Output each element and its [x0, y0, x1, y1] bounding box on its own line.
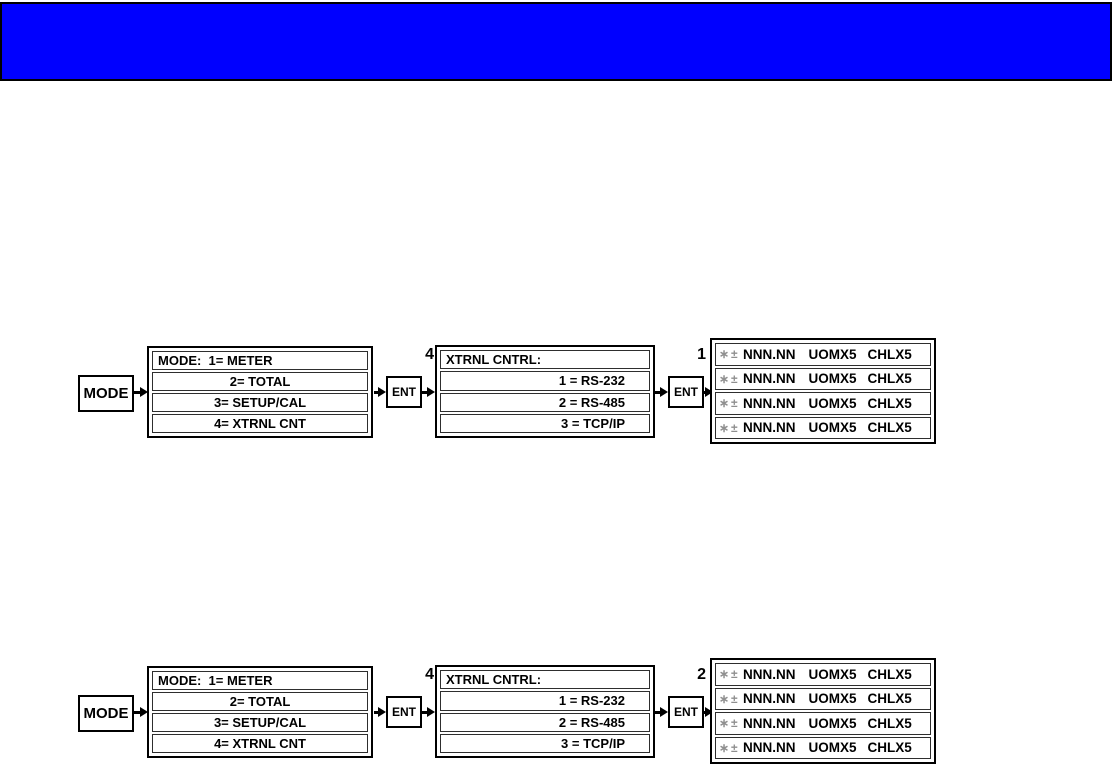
display-channel: CHLX5: [867, 715, 912, 731]
menu-flow-row-1: MODE MODE: 1= METER 2= TOTAL 3= SETUP/CA…: [78, 338, 948, 448]
selection-digit: 4: [425, 666, 434, 683]
xtrnl-cntrl-menu-box: XTRNL CNTRL: 1 = RS-232 2 = RS-485 3 = T…: [435, 345, 655, 438]
display-channel: CHLX5: [867, 691, 912, 707]
channel-digit: 2: [697, 666, 706, 683]
channel-digit: 1: [697, 346, 706, 363]
display-uom: UOMX5: [808, 371, 857, 387]
ent-button: ENT: [386, 696, 422, 728]
ent-button: ENT: [386, 376, 422, 408]
display-channel: CHLX5: [867, 420, 912, 436]
right-arrow-icon: [704, 387, 713, 397]
display-value: NNN.NN: [743, 395, 796, 411]
right-arrow-icon: [655, 387, 668, 397]
asterisk-plusminus-icon: ∗±: [719, 420, 740, 435]
display-value: NNN.NN: [743, 420, 796, 436]
asterisk-plusminus-icon: ∗±: [719, 371, 740, 386]
right-arrow-icon: [134, 387, 148, 397]
display-uom: UOMX5: [808, 395, 857, 411]
right-arrow-icon: [374, 387, 386, 397]
menu-row: 3 = TCP/IP: [440, 413, 650, 433]
display-uom: UOMX5: [808, 691, 857, 707]
display-row: ∗± NNN.NN UOMX5 CHLX5: [715, 392, 931, 415]
menu-row: 2= TOTAL: [152, 372, 368, 391]
asterisk-plusminus-icon: ∗±: [719, 716, 740, 731]
menu-row: 3= SETUP/CAL: [152, 713, 368, 732]
menu-row: 3 = TCP/IP: [440, 733, 650, 753]
asterisk-plusminus-icon: ∗±: [719, 740, 740, 755]
ent-button: ENT: [668, 376, 704, 408]
right-arrow-icon: [704, 707, 713, 717]
menu-row: 1 = RS-232: [440, 371, 650, 391]
display-value: NNN.NN: [743, 666, 796, 682]
menu-row: 2 = RS-485: [440, 712, 650, 732]
display-value: NNN.NN: [743, 715, 796, 731]
selection-digit: 4: [425, 346, 434, 363]
mode-button: MODE: [78, 375, 134, 412]
menu-row: XTRNL CNTRL:: [440, 350, 650, 370]
xtrnl-cntrl-menu-box: XTRNL CNTRL: 1 = RS-232 2 = RS-485 3 = T…: [435, 665, 655, 758]
menu-row: 3= SETUP/CAL: [152, 393, 368, 412]
menu-row: MODE: 1= METER: [152, 671, 368, 690]
ent-button: ENT: [668, 696, 704, 728]
menu-row: 4= XTRNL CNT: [152, 734, 368, 753]
display-row: ∗± NNN.NN UOMX5 CHLX5: [715, 736, 931, 759]
display-row: ∗± NNN.NN UOMX5 CHLX5: [715, 343, 931, 366]
display-row: ∗± NNN.NN UOMX5 CHLX5: [715, 416, 931, 439]
display-channel: CHLX5: [867, 371, 912, 387]
asterisk-plusminus-icon: ∗±: [719, 691, 740, 706]
asterisk-plusminus-icon: ∗±: [719, 347, 740, 362]
display-channel: CHLX5: [867, 395, 912, 411]
display-uom: UOMX5: [808, 715, 857, 731]
right-arrow-icon: [655, 707, 668, 717]
mode-menu-box: MODE: 1= METER 2= TOTAL 3= SETUP/CAL 4= …: [147, 346, 373, 438]
mode-button: MODE: [78, 695, 134, 732]
display-row: ∗± NNN.NN UOMX5 CHLX5: [715, 663, 931, 686]
display-channel: CHLX5: [867, 666, 912, 682]
menu-row: XTRNL CNTRL:: [440, 670, 650, 690]
display-value: NNN.NN: [743, 371, 796, 387]
asterisk-plusminus-icon: ∗±: [719, 396, 740, 411]
display-uom: UOMX5: [808, 740, 857, 756]
display-row: ∗± NNN.NN UOMX5 CHLX5: [715, 367, 931, 390]
display-channel: CHLX5: [867, 740, 912, 756]
menu-row: MODE: 1= METER: [152, 351, 368, 370]
right-arrow-icon: [422, 387, 435, 397]
display-uom: UOMX5: [808, 666, 857, 682]
right-arrow-icon: [134, 707, 148, 717]
display-row: ∗± NNN.NN UOMX5 CHLX5: [715, 712, 931, 735]
title-banner: [0, 2, 1112, 81]
display-channel: CHLX5: [867, 346, 912, 362]
asterisk-plusminus-icon: ∗±: [719, 667, 740, 682]
display-uom: UOMX5: [808, 420, 857, 436]
display-value: NNN.NN: [743, 691, 796, 707]
menu-flow-row-2: MODE MODE: 1= METER 2= TOTAL 3= SETUP/CA…: [78, 658, 948, 768]
display-value: NNN.NN: [743, 740, 796, 756]
menu-row: 2= TOTAL: [152, 692, 368, 711]
mode-menu-box: MODE: 1= METER 2= TOTAL 3= SETUP/CAL 4= …: [147, 666, 373, 758]
meter-display-box: ∗± NNN.NN UOMX5 CHLX5 ∗± NNN.NN UOMX5 CH…: [710, 338, 936, 444]
display-value: NNN.NN: [743, 346, 796, 362]
display-row: ∗± NNN.NN UOMX5 CHLX5: [715, 687, 931, 710]
meter-display-box: ∗± NNN.NN UOMX5 CHLX5 ∗± NNN.NN UOMX5 CH…: [710, 658, 936, 764]
right-arrow-icon: [374, 707, 386, 717]
menu-row: 1 = RS-232: [440, 691, 650, 711]
menu-row: 4= XTRNL CNT: [152, 414, 368, 433]
menu-row: 2 = RS-485: [440, 392, 650, 412]
display-uom: UOMX5: [808, 346, 857, 362]
right-arrow-icon: [422, 707, 435, 717]
